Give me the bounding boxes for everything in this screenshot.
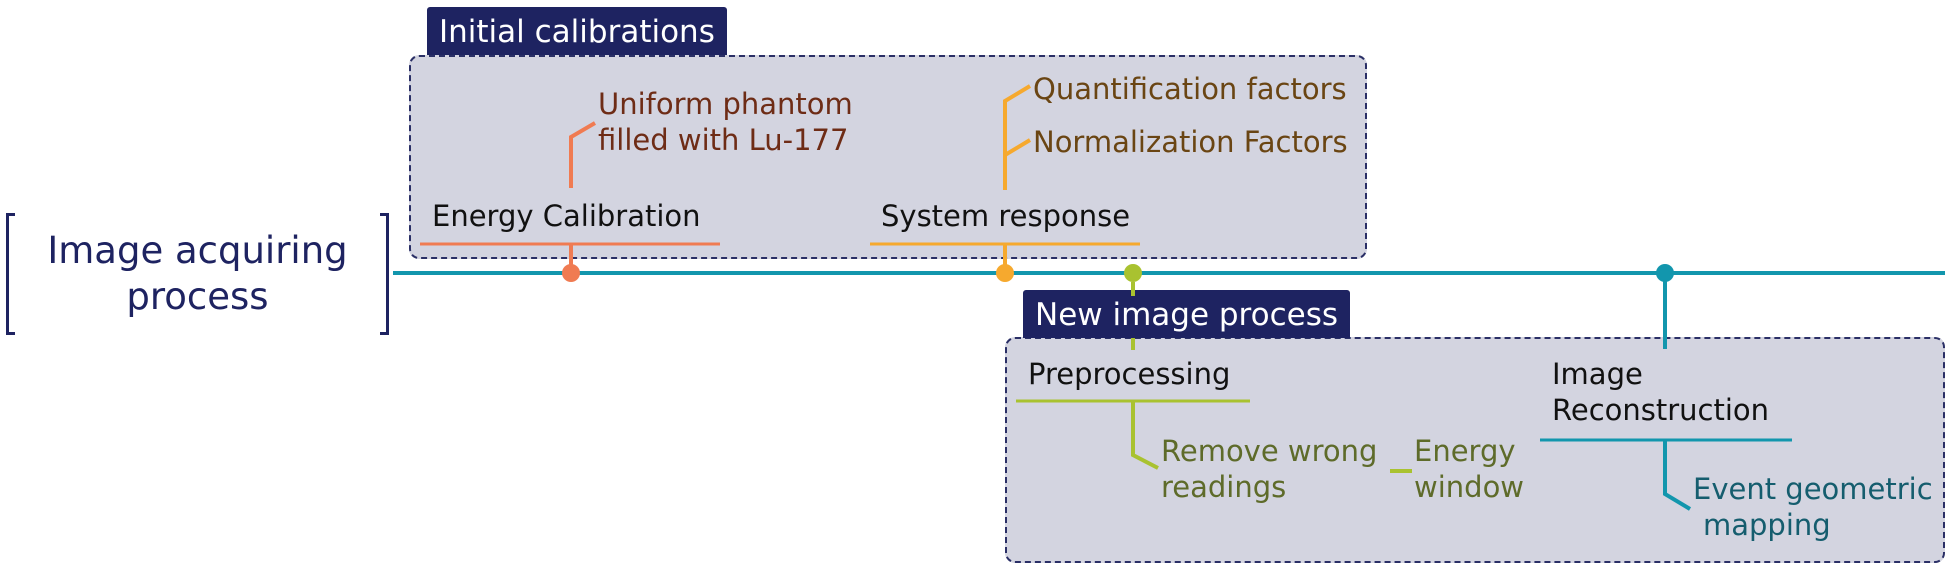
main-title-line1: Image acquiring — [47, 229, 348, 272]
event-mapping-label: Event geometric mapping — [1693, 471, 1933, 543]
normalization-factors-label: Normalization Factors — [1033, 125, 1348, 159]
energy-window-label: Energy window — [1414, 433, 1524, 505]
phantom-label: Uniform phantom filled with Lu-177 — [598, 86, 853, 158]
image-reconstruction-label: Image Reconstruction — [1552, 356, 1769, 428]
preprocessing-marker — [1124, 264, 1142, 282]
phantom-line2: filled with Lu-177 — [598, 123, 849, 157]
main-title-line2: process — [126, 275, 269, 318]
preprocessing-label: Preprocessing — [1028, 357, 1231, 391]
remove-line1: Remove wrong — [1161, 434, 1378, 468]
reconstruction-line1: Image — [1552, 357, 1643, 391]
quantification-factors-label: Quantification factors — [1033, 72, 1347, 106]
event-line2: mapping — [1703, 508, 1831, 542]
phantom-connector — [569, 121, 597, 188]
system-response-marker — [996, 264, 1014, 282]
new-image-process-tag: New image process — [1023, 290, 1351, 338]
initial-calibrations-tag: Initial calibrations — [427, 7, 727, 55]
energy-line1: Energy — [1414, 434, 1516, 468]
quantification-connector — [1003, 84, 1032, 190]
reconstruction-line2: Reconstruction — [1552, 393, 1770, 427]
remove-line2: readings — [1161, 470, 1287, 504]
event-mapping-connector — [1663, 440, 1692, 511]
initial-calibrations-panel — [409, 55, 1367, 259]
energy-calibration-label: Energy Calibration — [432, 199, 701, 233]
energy-calibration-marker — [562, 264, 580, 282]
energy-line2: window — [1414, 470, 1525, 504]
remove-readings-connector — [1131, 401, 1159, 470]
remove-readings-label: Remove wrong readings — [1161, 433, 1377, 505]
event-line1: Event geometric — [1693, 472, 1933, 506]
phantom-line1: Uniform phantom — [598, 87, 853, 121]
left-bracket — [6, 213, 15, 335]
right-bracket — [380, 213, 389, 335]
normalization-connector — [1003, 138, 1032, 157]
system-response-label: System response — [881, 199, 1131, 233]
main-title: Image acquiring process — [20, 228, 375, 320]
new-image-process-panel — [1005, 337, 1945, 563]
